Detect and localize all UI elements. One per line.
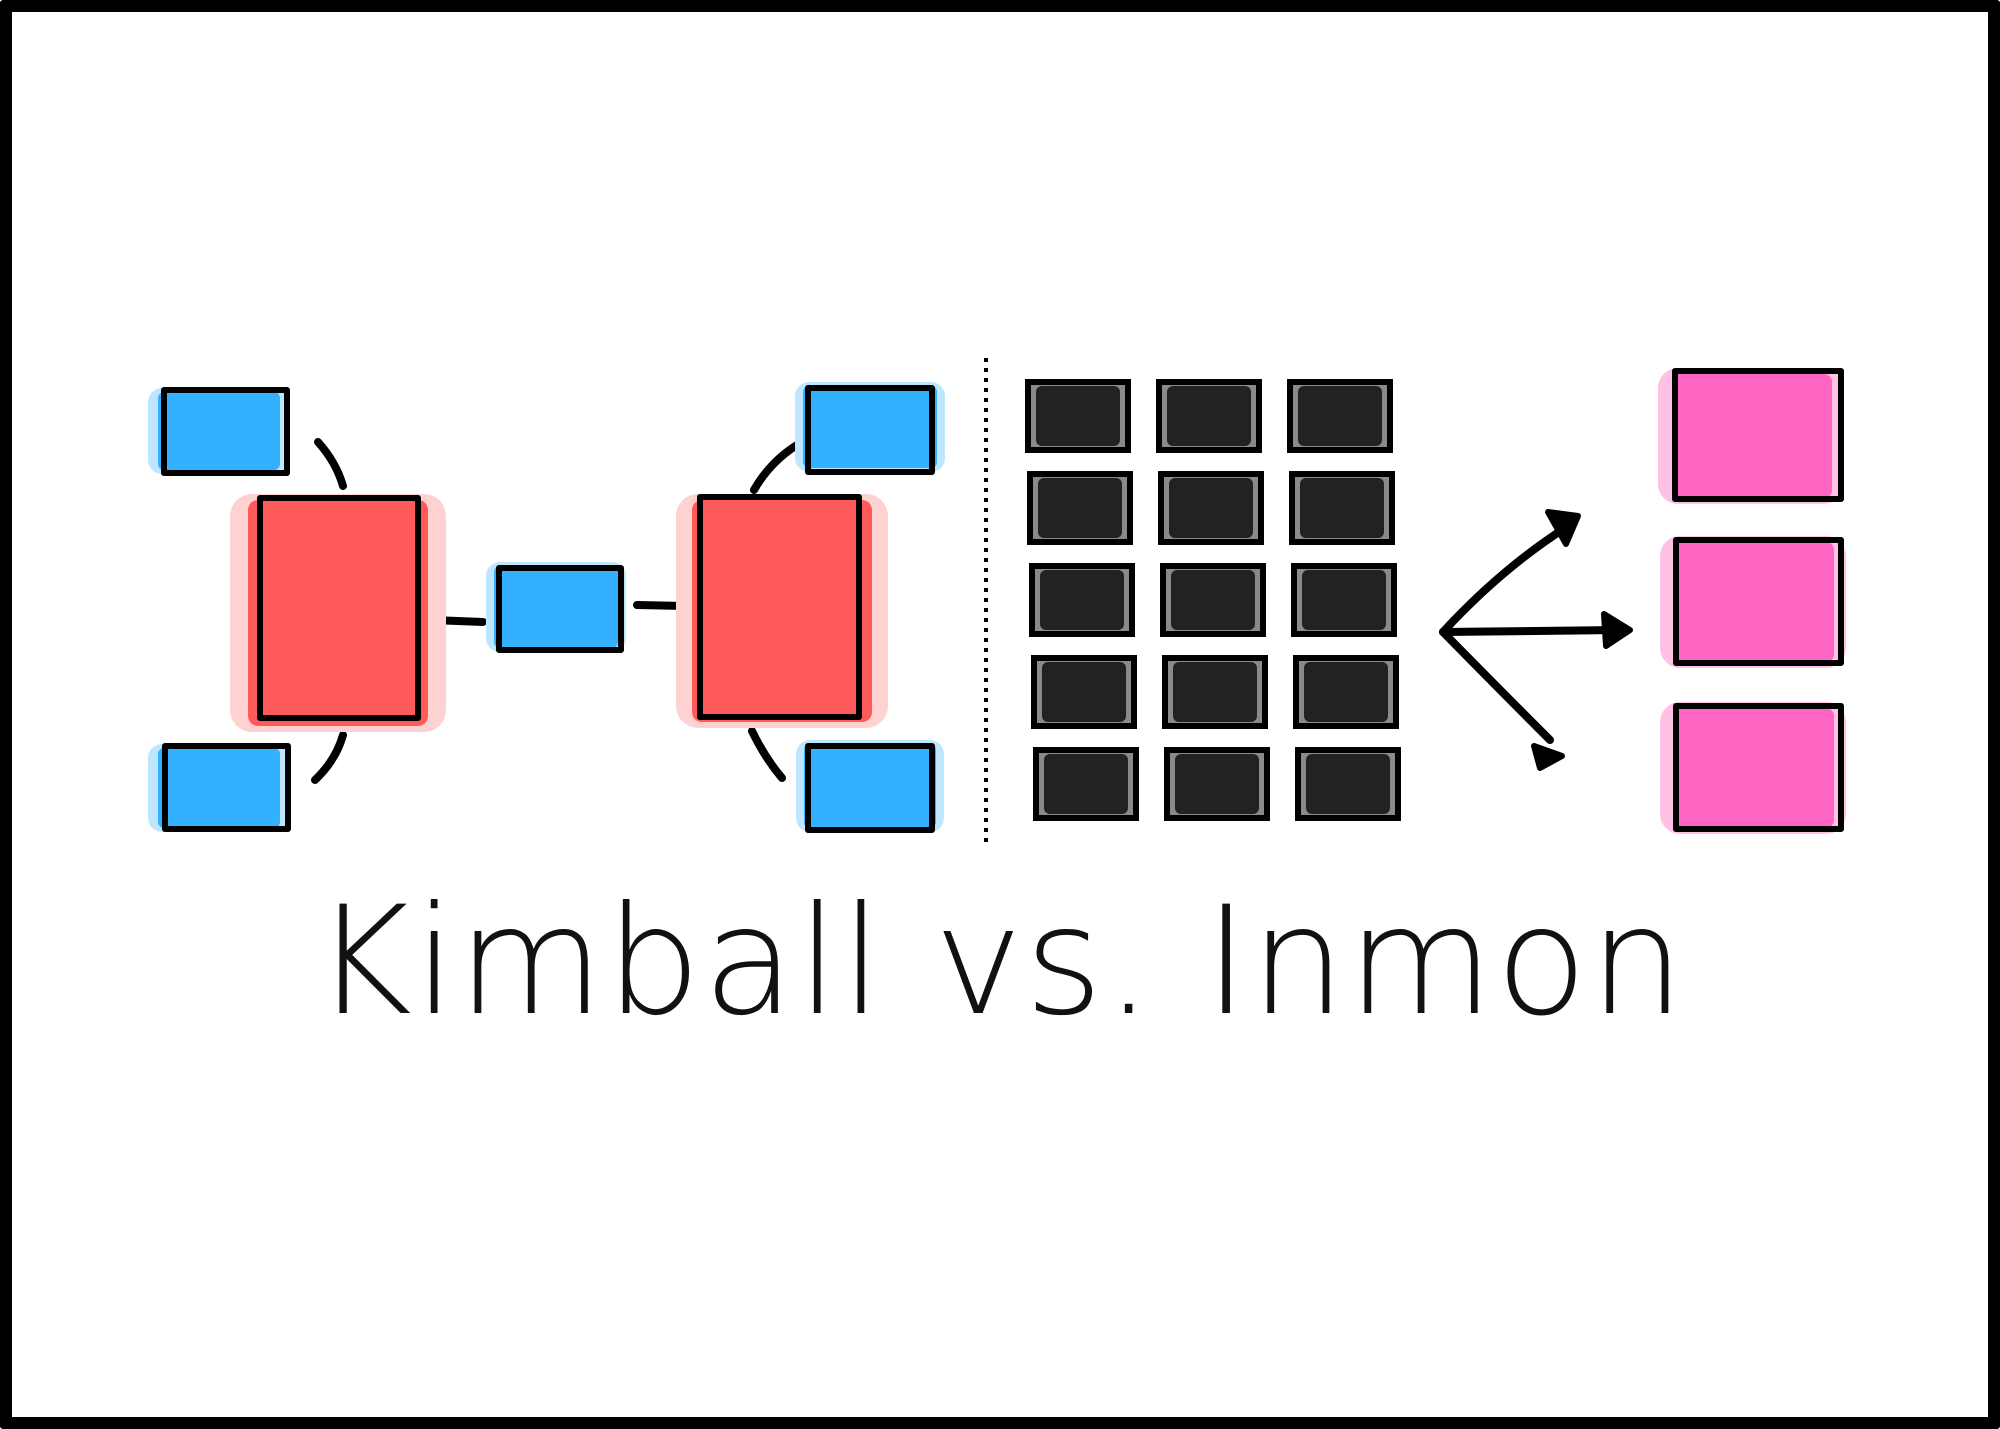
normalized-table xyxy=(1162,655,1268,729)
normalized-table xyxy=(1160,563,1266,637)
data-mart xyxy=(1660,536,1846,668)
connector-dim-bottom-left xyxy=(311,731,347,784)
distribution-arrows xyxy=(1439,509,1633,771)
normalized-table xyxy=(1158,471,1264,545)
normalized-table xyxy=(1025,379,1131,453)
dimension-table xyxy=(148,387,290,476)
normalized-table xyxy=(1029,563,1135,637)
normalized-table xyxy=(1033,747,1139,821)
diagram-title: Kimball vs. Inmon xyxy=(313,875,1687,1049)
inmon-normalized-warehouse xyxy=(1025,379,1401,821)
normalized-table xyxy=(1293,655,1399,729)
dimension-table xyxy=(796,740,944,833)
arrowhead-icon xyxy=(1531,743,1565,771)
connector-dim-top-right xyxy=(750,441,801,494)
normalized-table xyxy=(1027,471,1133,545)
kimball-star-schema xyxy=(148,382,945,833)
normalized-table xyxy=(1156,379,1262,453)
data-mart xyxy=(1658,368,1844,504)
normalized-table xyxy=(1289,471,1395,545)
dimension-table xyxy=(795,382,945,475)
connector-dim-top-left xyxy=(314,438,347,490)
normalized-table xyxy=(1295,747,1401,821)
normalized-table xyxy=(1287,379,1393,453)
dimension-table xyxy=(148,743,291,832)
normalized-table xyxy=(1164,747,1270,821)
normalized-table xyxy=(1291,563,1397,637)
normalized-table xyxy=(1031,655,1137,729)
fact-table xyxy=(230,494,446,732)
dimension-table xyxy=(486,562,626,653)
connector-dim-bottom-right xyxy=(748,727,786,782)
arrowhead-icon xyxy=(1601,611,1633,649)
fact-table xyxy=(676,494,888,728)
data-mart xyxy=(1660,702,1846,834)
arrowhead-icon xyxy=(1545,509,1581,547)
